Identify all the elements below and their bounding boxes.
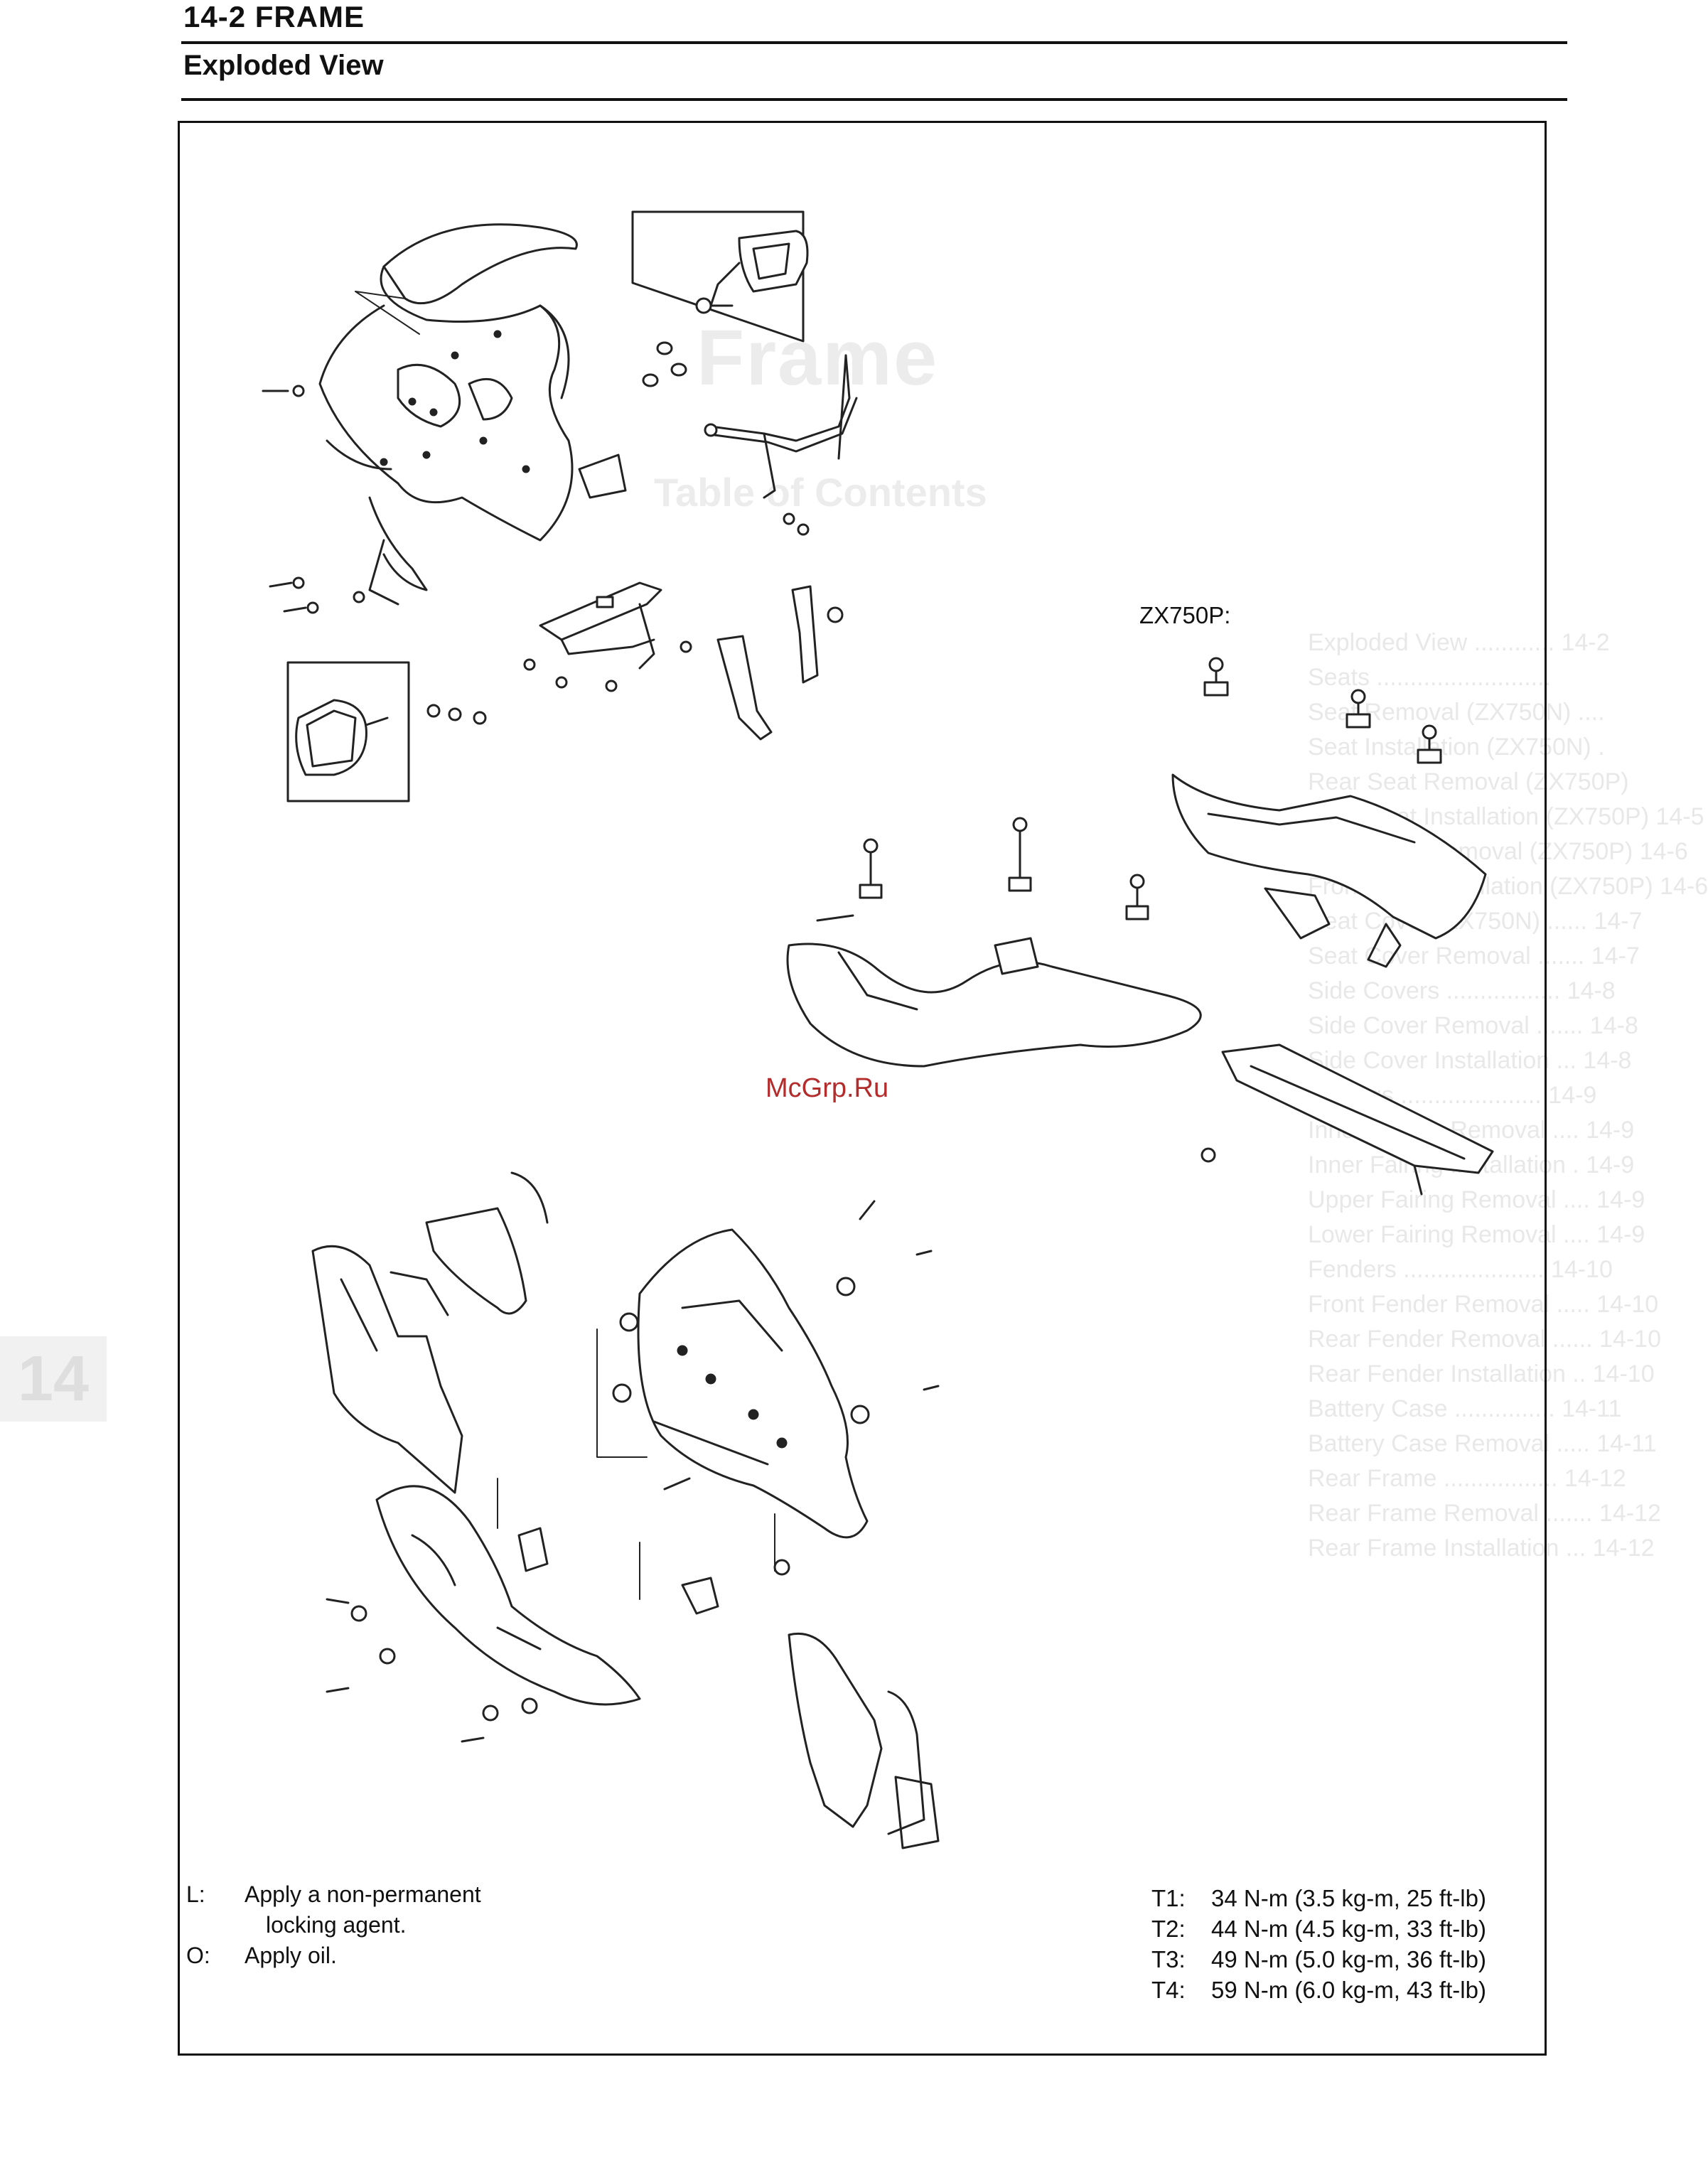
legend-key: L: <box>186 1881 205 1907</box>
section-title: Exploded View <box>183 50 384 81</box>
page-title: 14-2 FRAME <box>183 0 365 33</box>
show-through-toc-line: Side Cover Installation ... 14-8 <box>1308 1047 1632 1074</box>
show-through-toc-line: Side Covers ................. 14-8 <box>1308 977 1616 1004</box>
front-seat-tail-part <box>786 817 1202 1068</box>
show-through-toc-line: Front Fender Removal ..... 14-10 <box>1308 1291 1659 1318</box>
show-through-toc-line: Seat Cover Removal ....... 14-7 <box>1308 943 1640 970</box>
show-through-toc-line: Fenders ..................... 14-10 <box>1308 1256 1613 1283</box>
show-through-subtitle: Table of Contents <box>654 470 987 515</box>
show-through-toc-line: Upper Fairing Removal .... 14-9 <box>1308 1186 1645 1213</box>
legend-text: Apply a non-permanent <box>245 1881 481 1907</box>
exploded-view-diagram <box>262 210 1494 1849</box>
mirror-stay-part <box>704 354 858 499</box>
torque-value: 44 N-m (4.5 kg-m, 33 ft-lb) <box>1211 1916 1486 1942</box>
model-label: ZX750P: <box>1139 602 1231 628</box>
rear-seat-cowl-part <box>1171 657 1487 968</box>
leader-lines <box>497 1328 775 1600</box>
mirror-inset-lower <box>286 661 410 802</box>
watermark: McGrp.Ru <box>766 1073 889 1103</box>
show-through-toc-line: Seat Installation (ZX750N) . <box>1308 734 1605 761</box>
show-through-toc-line: Seats .......................... <box>1308 664 1551 691</box>
torque-key: T3: <box>1151 1946 1186 1972</box>
show-through-title: Frame <box>697 314 939 402</box>
legend-key: O: <box>186 1943 210 1968</box>
rear-frame-rail-part <box>1201 1043 1494 1196</box>
show-through-toc-line: Side Cover Removal ....... 14-8 <box>1308 1012 1638 1039</box>
legend-text-continuation: locking agent. <box>266 1912 407 1938</box>
show-through-toc-line: Rear Frame Installation ... 14-12 <box>1308 1535 1655 1562</box>
side-panel-left-part <box>311 1245 463 1494</box>
show-through-toc-line: Battery Case ............... 14-11 <box>1308 1395 1622 1422</box>
fastener-parts <box>262 341 810 725</box>
legend-text: Apply oil. <box>245 1943 337 1968</box>
show-through-toc-line: Rear Seat Removal (ZX750P) <box>1308 768 1629 795</box>
torque-value: 34 N-m (3.5 kg-m, 25 ft-lb) <box>1211 1885 1486 1911</box>
inner-fairing-right-part <box>425 1171 549 1315</box>
torque-value: 49 N-m (5.0 kg-m, 36 ft-lb) <box>1211 1946 1486 1972</box>
show-through-tab: 14 <box>0 1336 107 1422</box>
show-through-toc-line: Rear Frame Removal ....... 14-12 <box>1308 1500 1661 1527</box>
mirror-inset-upper <box>631 210 809 343</box>
header-rule <box>181 41 1567 44</box>
show-through-toc-line: Exploded View ............ 14-2 <box>1308 629 1610 656</box>
small-bracket-parts <box>578 453 844 741</box>
show-through-toc-line: Rear Fender Installation .. 14-10 <box>1308 1360 1655 1387</box>
show-through-toc-line: Rear Frame ................. 14-12 <box>1308 1465 1626 1492</box>
show-through-toc-line: Battery Case Removal ..... 14-11 <box>1308 1430 1657 1457</box>
fairing-stay-part <box>539 581 662 670</box>
torque-key: T1: <box>1151 1885 1186 1911</box>
section-rule <box>181 98 1567 101</box>
upper-fairing-part <box>318 223 578 606</box>
torque-key: T2: <box>1151 1916 1186 1942</box>
show-through-toc-line: Seat Cover (ZX750N) ...... 14-7 <box>1308 908 1643 935</box>
side-panel-right-part <box>788 1632 940 1849</box>
show-through-toc-line: Lower Fairing Removal .... 14-9 <box>1308 1221 1645 1248</box>
lower-fairing-main-part <box>637 1228 869 1539</box>
torque-value: 59 N-m (6.0 kg-m, 43 ft-lb) <box>1211 1977 1486 2003</box>
torque-key: T4: <box>1151 1977 1186 2003</box>
belly-pan-part <box>375 1485 641 1706</box>
lower-fastener-parts <box>326 1200 940 1743</box>
show-through-toc-line: Rear Fender Removal ...... 14-10 <box>1308 1326 1662 1353</box>
diagram-frame <box>178 121 1547 2056</box>
